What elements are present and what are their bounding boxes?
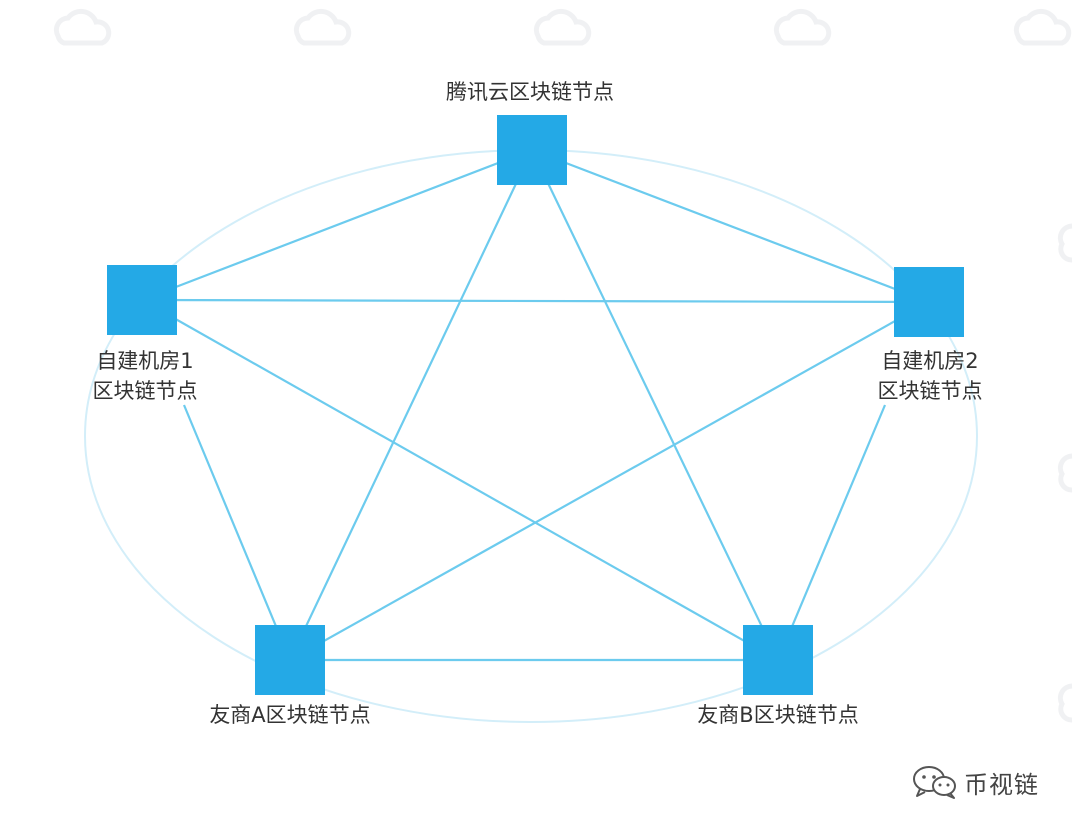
node-partnerB [743, 625, 813, 695]
connection-lines [141, 148, 930, 662]
edge-tencent-own1 [141, 148, 533, 302]
label-partnerB-node: 友商B区块链节点 [697, 703, 859, 727]
edge-own1-partnerB [141, 299, 779, 661]
network-ring [84, 149, 978, 723]
label-own1-line1: 自建机房1 [96, 349, 194, 373]
edge-own2-partnerA [289, 301, 930, 661]
edge-tencent-partnerB [531, 149, 779, 661]
label-own1-node: 自建机房1 区块链节点 [60, 346, 230, 406]
watermark-text: 币视链 [964, 770, 1039, 799]
edge-tencent-partnerA [289, 149, 533, 661]
edge-own1-own2 [141, 298, 930, 304]
node-tencent [497, 115, 567, 185]
label-partnerA-node: 友商A区块链节点 [209, 703, 371, 727]
wechat-account-watermark: 币视链 [912, 762, 1039, 802]
label-own2-line1: 自建机房2 [881, 349, 979, 373]
label-tencent-node: 腾讯云区块链节点 [446, 80, 614, 104]
edge-own2-partnerB [776, 404, 887, 661]
label-own2-line2: 区块链节点 [877, 379, 983, 403]
label-own1-line2: 区块链节点 [92, 379, 198, 403]
edge-tencent-own2 [531, 148, 930, 304]
node-own1 [107, 265, 177, 335]
label-own2-node: 自建机房2 区块链节点 [845, 346, 1015, 406]
blockchain-nodes [107, 115, 964, 695]
edge-own1-partnerA [182, 404, 292, 661]
node-partnerA [255, 625, 325, 695]
background-watermark-pattern [53, 8, 1073, 723]
node-own2 [894, 267, 964, 337]
wechat-icon [913, 766, 956, 799]
